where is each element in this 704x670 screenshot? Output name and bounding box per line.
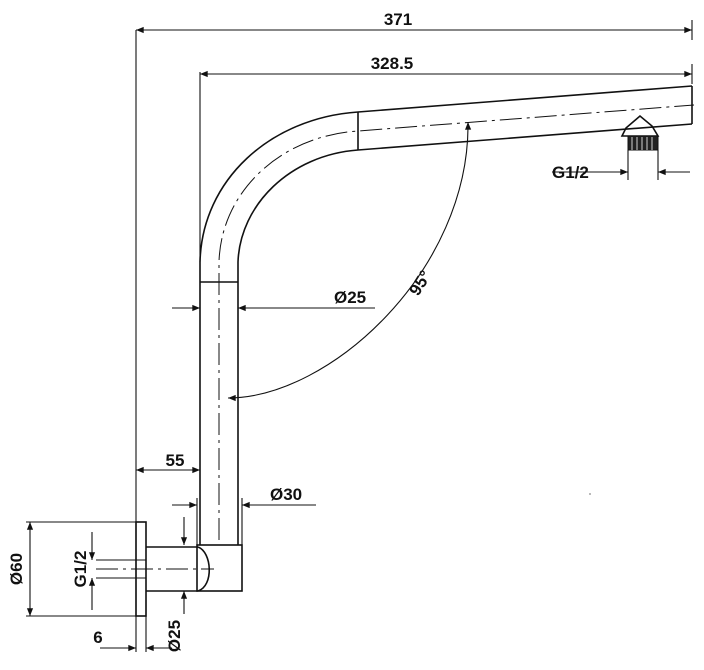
label-inlet-diameter: Ø25: [165, 620, 184, 652]
label-outlet-thread: G1/2: [552, 163, 589, 182]
label-arm-length: 328.5: [371, 54, 414, 73]
dimension-flange-thickness: 6: [93, 600, 172, 652]
speck: [589, 493, 591, 495]
label-flange-thickness: 6: [93, 628, 102, 647]
label-riser-diameter: Ø30: [270, 485, 302, 504]
dimension-inlet-thread: G1/2: [71, 532, 96, 610]
wall-flange: [96, 521, 243, 617]
label-overall-width: 371: [384, 10, 412, 29]
dimension-arm-angle: 95°: [227, 121, 472, 402]
dimension-overall-width: 371: [135, 10, 693, 652]
dimension-arm-length: 328.5: [199, 54, 693, 262]
dimension-flange-diameter: Ø60: [7, 521, 136, 617]
dimension-wall-offset: 55: [136, 451, 200, 474]
dimension-riser-diameter: Ø30: [172, 485, 316, 545]
shower-arm-tube: [199, 85, 695, 545]
label-arm-angle: 95°: [405, 267, 435, 299]
label-inlet-thread: G1/2: [71, 551, 90, 588]
label-tube-diameter: Ø25: [334, 288, 366, 307]
dimension-tube-diameter: Ø25: [172, 288, 375, 312]
dimension-inlet-diameter: Ø25: [165, 517, 188, 652]
label-flange-diameter: Ø60: [7, 553, 26, 585]
outlet-connector: G1/2: [552, 114, 690, 182]
label-wall-offset: 55: [166, 451, 185, 470]
